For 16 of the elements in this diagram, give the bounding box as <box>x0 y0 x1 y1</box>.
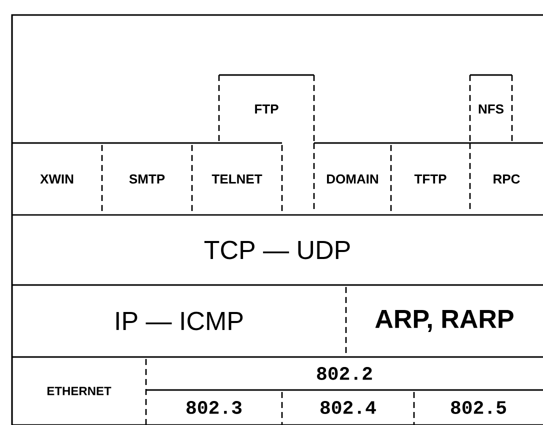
protocol-label: 802.2 <box>317 367 372 380</box>
protocol-label: ETHERNET <box>47 386 112 396</box>
protocol-box: NFS <box>469 74 513 143</box>
protocol-label: SMTP <box>129 174 165 184</box>
protocol-label: TELNET <box>212 174 262 184</box>
protocol-label: 802.4 <box>320 401 376 414</box>
protocol-label: 802.5 <box>451 401 506 414</box>
protocol-label: DOMAIN <box>327 174 378 184</box>
protocol-label: TFTP <box>414 174 446 184</box>
protocol-label: IP — ICMP <box>116 312 243 330</box>
protocol-label: XWIN <box>40 174 74 184</box>
protocol-label: 802.3 <box>186 401 242 414</box>
protocol-label: ARP, RARP <box>375 310 514 332</box>
protocol-label: TCP — UDP <box>204 240 350 260</box>
protocol-box: FTP <box>218 74 315 143</box>
protocol-label: RPC <box>494 174 520 184</box>
